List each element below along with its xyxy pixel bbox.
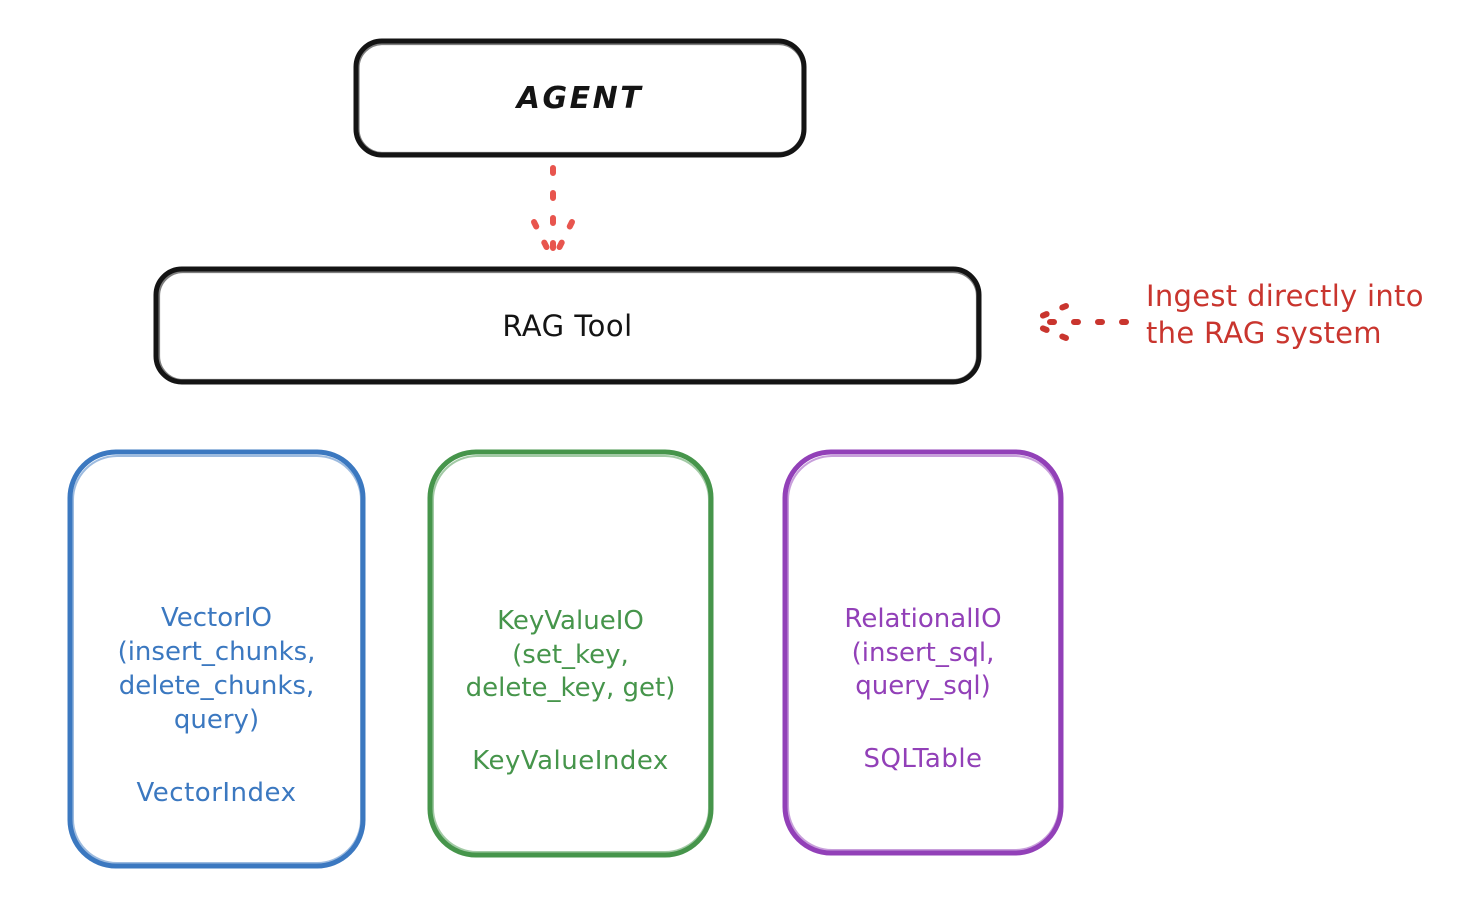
rag-tool-box-outline xyxy=(153,266,982,385)
ingest-annotation-text: Ingest directly into the RAG system xyxy=(1146,279,1424,351)
key-value-io-node[interactable]: KeyValueIO (set_key, delete_key, get) Ke… xyxy=(428,450,713,857)
agent-to-rag-arrow xyxy=(531,165,575,265)
vector-io-methods-label: VectorIO (insert_chunks, delete_chunks, … xyxy=(117,603,316,735)
agent-label: AGENT xyxy=(516,80,644,116)
sql-table-label: SQLTable xyxy=(863,744,983,775)
key-value-io-methods-label: KeyValueIO (set_key, delete_key, get) xyxy=(465,605,676,704)
rag-tool-node[interactable]: RAG Tool xyxy=(155,268,980,383)
agent-node[interactable]: AGENT xyxy=(355,40,805,156)
vector-index-label: VectorIndex xyxy=(136,777,297,808)
relational-io-methods-label: RelationalIO (insert_sql, query_sql) xyxy=(844,603,1002,702)
ingest-arrow xyxy=(1027,303,1129,341)
key-value-io-box-outline xyxy=(427,449,714,858)
relational-io-node[interactable]: RelationalIO (insert_sql, query_sql) SQL… xyxy=(783,450,1063,855)
rag-tool-label: RAG Tool xyxy=(502,308,633,343)
agent-box-outline xyxy=(353,38,807,158)
relational-io-box-outline xyxy=(782,449,1064,856)
vector-io-box-outline xyxy=(67,449,366,869)
key-value-index-label: KeyValueIndex xyxy=(472,746,669,777)
vector-io-node[interactable]: VectorIO (insert_chunks, delete_chunks, … xyxy=(68,450,365,868)
